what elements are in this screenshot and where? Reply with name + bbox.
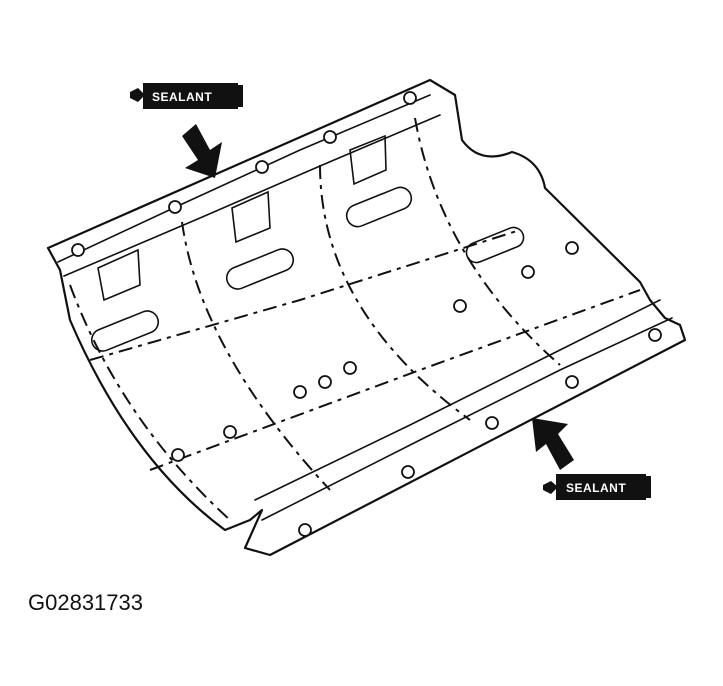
slot-1 bbox=[90, 310, 160, 352]
cross-line-2 bbox=[89, 229, 521, 361]
cross-line-1 bbox=[149, 289, 641, 471]
rib-3 bbox=[414, 117, 561, 366]
window-3 bbox=[349, 134, 387, 186]
bottom-flange bbox=[261, 317, 673, 521]
window-1 bbox=[97, 248, 141, 302]
sealant-label-bottom: SEALANT bbox=[566, 481, 626, 495]
rib-2 bbox=[319, 164, 471, 421]
figure-id: G02831733 bbox=[28, 590, 143, 615]
rib-holes bbox=[171, 241, 579, 462]
arrow-bottom bbox=[532, 418, 574, 470]
bottom-flange-bolt-holes bbox=[298, 328, 662, 537]
top-flange bbox=[57, 94, 431, 263]
sealant-label-top: SEALANT bbox=[152, 90, 212, 104]
slot-4 bbox=[465, 226, 525, 264]
sealant-tube-top: SEALANT bbox=[130, 83, 243, 109]
top-flange-lower-edge bbox=[63, 114, 441, 277]
arrow-top bbox=[182, 124, 222, 178]
inner-edge-left bbox=[69, 284, 231, 521]
sealant-tube-bottom: SEALANT bbox=[543, 474, 651, 500]
rib-1 bbox=[181, 221, 331, 491]
bottom-flange-inner-edge bbox=[254, 299, 661, 501]
slot-2 bbox=[225, 248, 295, 290]
gasket-plate-outline bbox=[46, 78, 687, 557]
window-2 bbox=[231, 190, 271, 244]
top-flange-bolt-holes bbox=[71, 91, 417, 257]
slot-3 bbox=[345, 186, 413, 228]
